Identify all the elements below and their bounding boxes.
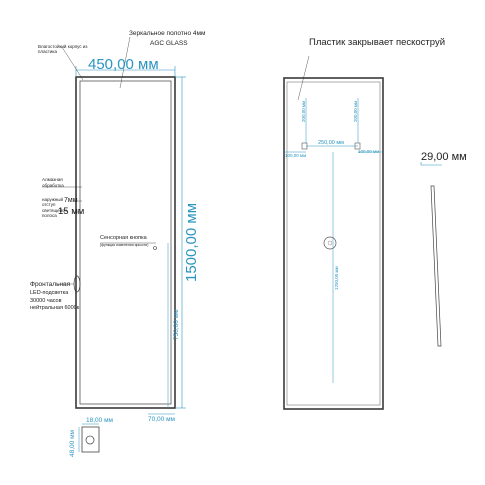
frontal-label: Фронтальная <box>30 281 71 288</box>
bottom-dim: 70,00 мм <box>148 416 176 423</box>
front-height-dim: 1500,00 мм <box>183 202 200 282</box>
back-view <box>283 55 384 410</box>
back-top-left-dim: 200,00 мм <box>301 100 306 122</box>
mirror-leader <box>119 36 131 89</box>
back-center-circle <box>323 236 337 250</box>
back-title: Пластик закрывает пескоструй <box>309 37 446 48</box>
housing-label: Влагостойкий корпус из пластика <box>38 44 88 55</box>
button-icon-detail <box>78 423 100 453</box>
button-height-dim: 750,00 мм <box>173 309 180 340</box>
back-left-dim: 100,00 мм <box>285 153 307 158</box>
touch-button-sub: (функция изменения яркости) <box>100 243 149 247</box>
strip-value: 15 мм <box>58 206 85 217</box>
front-width-dim: 450,00 мм <box>88 56 159 73</box>
neutral-label: нейтральная 6000к <box>30 305 80 311</box>
back-center-dim: 1250,00 мм <box>334 266 339 290</box>
edge-label: Алмазная обработка <box>42 177 64 188</box>
back-panel-outer <box>283 77 384 410</box>
led-indicator <box>73 275 81 293</box>
indent-value: 7мм <box>64 197 78 204</box>
back-center-inner <box>327 240 333 246</box>
back-top-right-dim: 200,00 мм <box>353 100 358 122</box>
touch-button-label: Сенсорная кнопка <box>100 235 147 241</box>
icon-height-dim-label: 48,00 мм <box>69 429 76 457</box>
front-led-strip <box>79 80 172 405</box>
button-icon-circle <box>85 435 95 445</box>
indent-label: наружный отступ <box>42 197 63 208</box>
touch-button-mark <box>153 246 157 250</box>
icon-width-dim-label: 18,00 мм <box>86 417 114 424</box>
back-title-leader <box>297 55 310 101</box>
side-thickness-dim: 29,00 мм <box>421 151 467 163</box>
side-profile <box>430 185 442 347</box>
strip-label: светящейся полоса <box>42 208 67 219</box>
back-right-dim: 100,00 мм <box>358 149 380 154</box>
hours-label: 30000 часов <box>30 298 62 304</box>
agc-label: AGC GLASS <box>150 40 188 47</box>
back-panel-inner <box>286 81 381 406</box>
housing-leader <box>61 46 84 81</box>
front-mirror-outer <box>75 76 176 409</box>
front-view <box>42 36 186 415</box>
back-mid-dim: 250,00 мм <box>318 140 344 146</box>
mirror-cloth-label: Зеркальное полотно 4мм <box>129 30 206 37</box>
button-icon-box <box>81 426 100 453</box>
led-label: LED-подсветка <box>30 290 69 296</box>
side-view <box>420 162 442 347</box>
